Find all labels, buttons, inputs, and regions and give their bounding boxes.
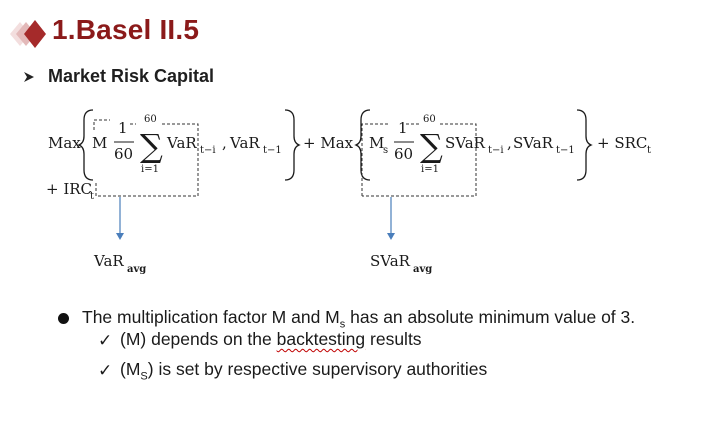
fraction-denominator-1: 60 <box>114 145 133 163</box>
var-t-i: VaR <box>166 134 197 152</box>
svar-avg-label: SVaR <box>370 252 411 270</box>
src-sub: t <box>647 145 651 156</box>
check-icon: ✓ <box>98 331 113 351</box>
arrow-down-icon-2 <box>387 233 395 240</box>
m-factor: M <box>92 134 107 152</box>
var-avg-sub: avg <box>127 264 146 275</box>
irc-sub: t <box>90 191 94 202</box>
right-brace-2 <box>576 109 593 181</box>
capital-formula: Max M 1 60 60 ∑ i=1 VaR t−i , VaR t−1 + … <box>46 109 651 275</box>
var-avg-dashed-box <box>95 123 199 197</box>
var-t-i-sub: t−i <box>200 145 216 156</box>
ms-factor-sub: s <box>383 145 388 156</box>
sum-lower-2: i=1 <box>421 164 439 175</box>
plus-src-label: + SRC <box>597 134 647 152</box>
slide-subtitle: Market Risk Capital <box>48 66 215 86</box>
fraction-numerator-2: 1 <box>398 119 408 137</box>
bullet-dot-icon <box>58 313 69 324</box>
max-label-1: Max <box>48 134 81 152</box>
svar-t-1-sub: t−1 <box>556 145 575 156</box>
ms-factor: M <box>369 134 384 152</box>
arrow-down-icon-1 <box>116 233 124 240</box>
slide-title: 1.Basel II.5 <box>52 14 200 45</box>
comma-2: , <box>507 134 512 152</box>
bullet-list: The multiplication factor M and Ms has a… <box>58 307 635 389</box>
sum-upper-2: 60 <box>423 114 436 125</box>
plus-max-label: + Max <box>303 134 354 152</box>
sum-lower-1: i=1 <box>141 164 159 175</box>
var-avg-label: VaR <box>93 252 124 270</box>
diamond-logo-icon <box>10 20 46 48</box>
sigma-icon-1: ∑ <box>140 127 163 165</box>
left-brace-2 <box>354 109 371 181</box>
var-t-1: VaR <box>229 134 260 152</box>
right-brace-1 <box>284 109 301 181</box>
spellcheck-word: backtesting <box>276 329 366 349</box>
svar-avg-dashed-box <box>362 123 477 197</box>
fraction-denominator-2: 60 <box>394 145 413 163</box>
svar-t-i: SVaR <box>445 134 486 152</box>
plus-irc-label: + IRC <box>46 180 92 198</box>
svar-avg-sub: avg <box>413 264 432 275</box>
sum-upper-1: 60 <box>144 114 157 125</box>
arrow-bullet-icon <box>24 72 34 82</box>
comma-1: , <box>222 134 227 152</box>
sigma-icon-2: ∑ <box>420 127 443 165</box>
check-icon: ✓ <box>98 361 113 381</box>
left-brace-1 <box>77 109 94 181</box>
svar-t-1: SVaR <box>513 134 554 152</box>
fraction-numerator-1: 1 <box>118 119 128 137</box>
svar-t-i-sub: t−i <box>488 145 504 156</box>
var-t-1-sub: t−1 <box>263 145 282 156</box>
bullet-main: The multiplication factor M and Ms has a… <box>58 307 635 331</box>
